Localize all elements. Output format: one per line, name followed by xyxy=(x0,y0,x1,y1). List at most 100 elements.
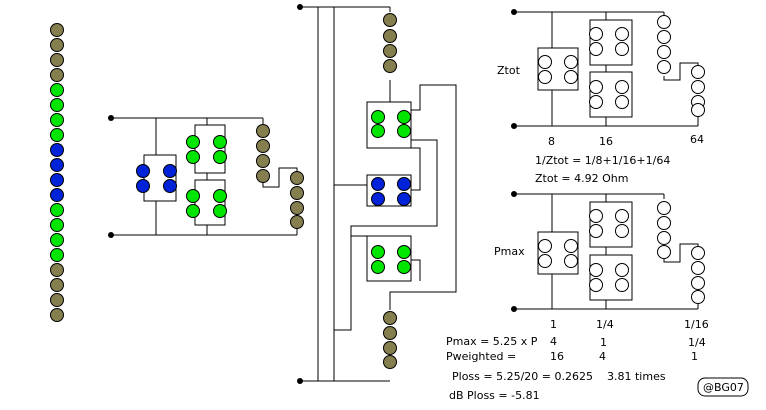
impedance-8-label: 8 xyxy=(548,135,555,148)
white-speaker-dot xyxy=(538,239,552,253)
olive-speaker-dot xyxy=(50,293,64,307)
white-speaker-dot xyxy=(615,224,629,238)
tall-wiring-network xyxy=(300,6,457,382)
white-speaker-dot xyxy=(589,80,603,94)
white-speaker-dot xyxy=(691,65,705,79)
olive-speaker-dot xyxy=(256,169,270,183)
white-speaker-dot xyxy=(657,201,671,215)
pmax-value-a: 4 xyxy=(550,335,557,348)
olive-speaker-dot xyxy=(383,59,397,73)
blue-speaker-dot xyxy=(50,143,64,157)
power-terminal-top xyxy=(511,191,517,197)
power-terminal-bottom xyxy=(511,306,517,312)
olive-speaker-dot xyxy=(256,154,270,168)
impedance-speakers xyxy=(538,15,705,117)
white-speaker-dot xyxy=(691,80,705,94)
green-speaker-dot xyxy=(50,233,64,247)
white-speaker-dot xyxy=(657,15,671,29)
power-quarter-label: 1/4 xyxy=(596,318,614,331)
pweighted-label: Pweighted = xyxy=(446,350,516,363)
olive-speaker-dot xyxy=(383,311,397,325)
white-speaker-dot xyxy=(657,60,671,74)
white-speaker-dot xyxy=(538,254,552,268)
green-speaker-dot xyxy=(213,204,227,218)
pweighted-value-a: 16 xyxy=(550,350,564,363)
green-speaker-dot xyxy=(397,124,411,138)
blue-speaker-dot xyxy=(50,188,64,202)
power-sixteenth-label: 1/16 xyxy=(684,318,709,331)
white-speaker-dot xyxy=(589,95,603,109)
white-speaker-dot xyxy=(538,55,552,69)
green-speaker-dot xyxy=(50,248,64,262)
green-speaker-dot xyxy=(213,150,227,164)
pweighted-value-b: 4 xyxy=(599,350,606,363)
white-speaker-dot xyxy=(589,263,603,277)
impedance-16-label: 16 xyxy=(599,135,613,148)
green-speaker-dot xyxy=(397,110,411,124)
olive-speaker-dot xyxy=(290,186,304,200)
white-speaker-dot xyxy=(657,45,671,59)
white-speaker-dot xyxy=(564,70,578,84)
db-ploss: dB Ploss = -5.81 xyxy=(449,389,540,402)
blue-speaker-dot xyxy=(136,179,150,193)
ztot-value: Ztot = 4.92 Ohm xyxy=(535,172,628,185)
green-speaker-dot xyxy=(213,189,227,203)
white-speaker-dot xyxy=(615,42,629,56)
blue-speaker-dot xyxy=(371,177,385,191)
olive-speaker-dot xyxy=(383,355,397,369)
olive-speaker-dot xyxy=(50,53,64,67)
olive-speaker-dot xyxy=(50,23,64,37)
blue-speaker-dot xyxy=(371,192,385,206)
white-speaker-dot xyxy=(589,27,603,41)
blue-speaker-dot xyxy=(397,192,411,206)
olive-speaker-dot xyxy=(290,215,304,229)
white-speaker-dot xyxy=(564,254,578,268)
impedance-terminal-top xyxy=(511,9,517,15)
green-speaker-dot xyxy=(397,245,411,259)
olive-speaker-dot xyxy=(50,308,64,322)
blue-speaker-dot xyxy=(50,173,64,187)
green-speaker-dot xyxy=(50,98,64,112)
blue-speaker-dot xyxy=(163,179,177,193)
white-speaker-dot xyxy=(615,278,629,292)
olive-speaker-dot xyxy=(50,38,64,52)
green-speaker-dot xyxy=(50,218,64,232)
white-speaker-dot xyxy=(538,70,552,84)
white-speaker-dot xyxy=(589,278,603,292)
credit-badge xyxy=(697,377,749,397)
green-speaker-dot xyxy=(50,113,64,127)
speaker-column xyxy=(50,23,64,322)
green-speaker-dot xyxy=(50,83,64,97)
white-speaker-dot xyxy=(657,216,671,230)
network-speakers xyxy=(136,124,304,229)
white-speaker-dot xyxy=(691,276,705,290)
impedance-terminal-bottom xyxy=(511,123,517,129)
green-speaker-dot xyxy=(186,204,200,218)
blue-speaker-dot xyxy=(397,177,411,191)
white-speaker-dot xyxy=(589,42,603,56)
green-speaker-dot xyxy=(213,135,227,149)
green-speaker-dot xyxy=(186,135,200,149)
white-speaker-dot xyxy=(691,246,705,260)
white-speaker-dot xyxy=(564,55,578,69)
pmax-value-b: 1 xyxy=(600,336,607,349)
white-speaker-dot xyxy=(615,209,629,223)
green-speaker-dot xyxy=(186,150,200,164)
white-speaker-dot xyxy=(691,290,705,304)
ztot-formula: 1/Ztot = 1/8+1/16+1/64 xyxy=(535,154,670,167)
green-speaker-dot xyxy=(50,128,64,142)
olive-speaker-dot xyxy=(383,13,397,27)
pmax-value-c: 1/4 xyxy=(688,336,706,349)
ztot-label: Ztot xyxy=(497,64,521,77)
olive-speaker-dot xyxy=(256,139,270,153)
impedance-diagram xyxy=(514,11,699,127)
ploss-formula: Ploss = 5.25/20 = 0.2625 xyxy=(452,370,593,383)
white-speaker-dot xyxy=(615,95,629,109)
white-speaker-dot xyxy=(657,231,671,245)
white-speaker-dot xyxy=(564,239,578,253)
olive-speaker-dot xyxy=(50,278,64,292)
olive-speaker-dot xyxy=(383,29,397,43)
pweighted-value-c: 1 xyxy=(691,350,698,363)
pmax-label: Pmax xyxy=(494,245,525,258)
